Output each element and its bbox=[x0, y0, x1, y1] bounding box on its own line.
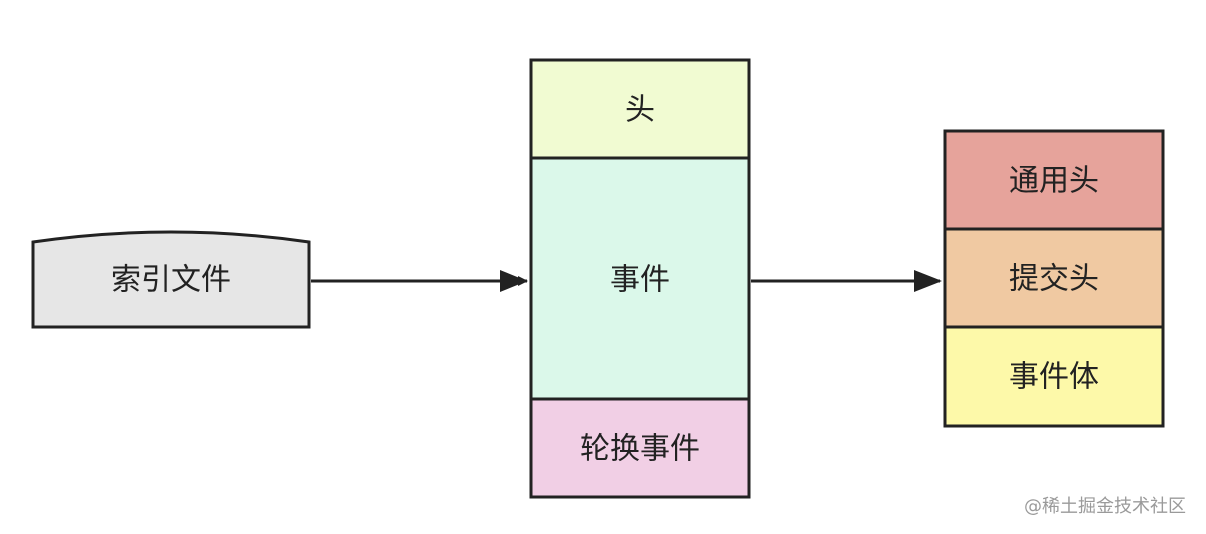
index-file-label: 索引文件 bbox=[111, 263, 231, 298]
commit-header-label: 提交头 bbox=[1009, 262, 1099, 297]
event-block bbox=[529, 156, 751, 401]
rotate-event-block bbox=[529, 397, 751, 499]
head-block bbox=[529, 58, 751, 160]
event-label: 事件 bbox=[610, 263, 670, 298]
event-structure-stack: 通用头 提交头 事件体 bbox=[943, 129, 1165, 428]
binlog-stack: 头 事件 轮换事件 bbox=[529, 58, 751, 499]
arrowhead-index-to-event bbox=[500, 270, 527, 292]
watermark: @稀土掘金技术社区 bbox=[1024, 496, 1186, 517]
arrowhead-event-to-structure bbox=[914, 270, 942, 292]
event-body-label: 事件体 bbox=[1009, 360, 1099, 395]
head-label: 头 bbox=[625, 93, 655, 128]
index-file-node: 索引文件 bbox=[31, 230, 311, 329]
common-header-label: 通用头 bbox=[1009, 164, 1099, 199]
index-file-shape bbox=[31, 230, 311, 329]
rotate-event-label: 轮换事件 bbox=[580, 432, 700, 467]
event-body-block bbox=[943, 325, 1165, 428]
